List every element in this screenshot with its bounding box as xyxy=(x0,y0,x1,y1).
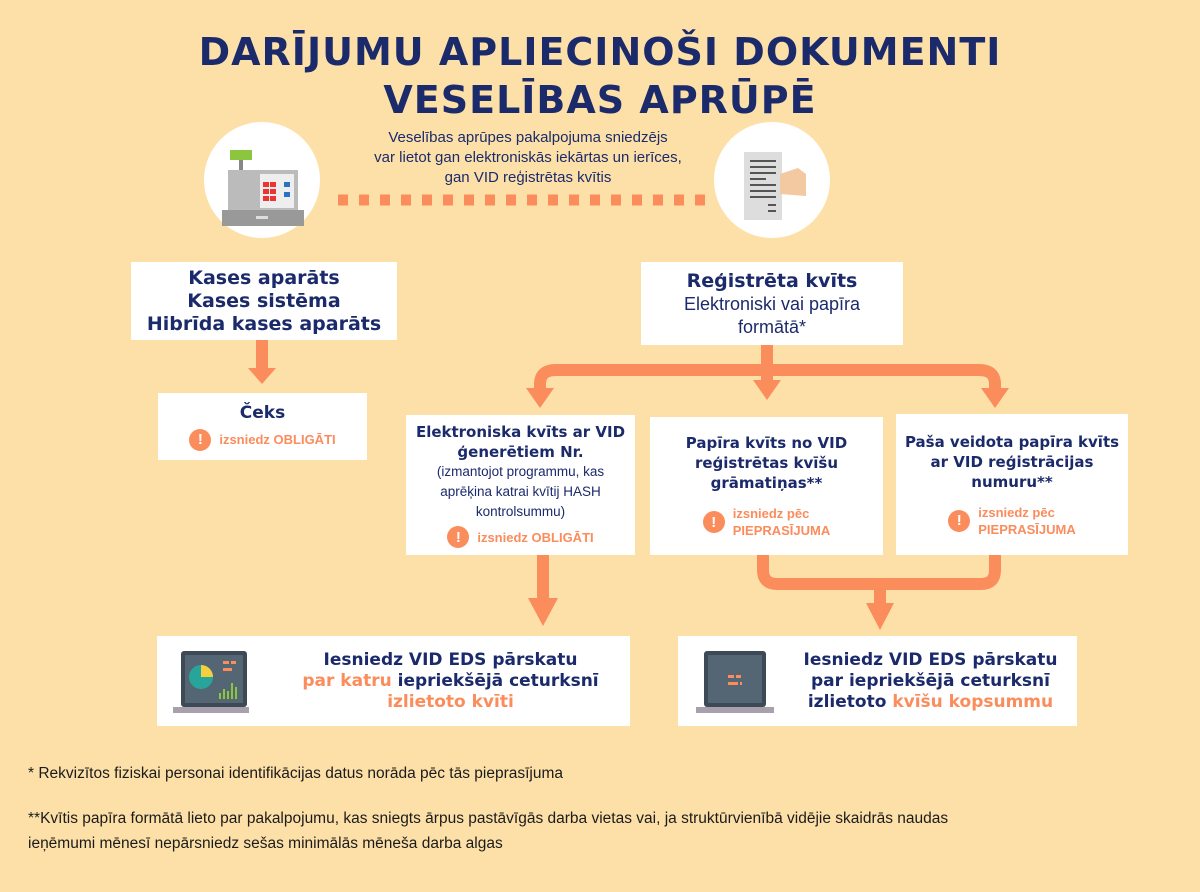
report-text: Iesniedz VID EDS pārskatu par iepriekšēj… xyxy=(784,650,1077,713)
report-each-receipt-box: Iesniedz VID EDS pārskatu par katru iepr… xyxy=(157,636,630,726)
intro-line: Veselības aprūpes pakalpojuma sniedzējs xyxy=(388,129,668,146)
report-line: Iesniedz VID EDS pārskatu xyxy=(803,649,1058,670)
report-receipt-total-box: Iesniedz VID EDS pārskatu par iepriekšēj… xyxy=(678,636,1077,726)
warning-text: izsniedz OBLIGĀTI xyxy=(477,529,594,545)
title-line-2: VESELĪBAS APRŪPĒ xyxy=(383,78,817,122)
box-line: Kases sistēma xyxy=(187,289,341,312)
electronic-receipt-box: Elektroniska kvīts ar VID ģenerētiem Nr.… xyxy=(406,415,635,555)
warning: ! izsniedz OBLIGĀTI xyxy=(447,526,594,548)
registered-receipt-box: Reģistrēta kvīts Elektroniski vai papīra… xyxy=(641,262,903,345)
box-note: (izmantojot programmu, kas aprēķina katr… xyxy=(436,464,605,519)
box-line: Hibrīda kases aparāts xyxy=(146,312,382,335)
laptop-icon xyxy=(696,651,774,713)
footnote-line: **Kvītis papīra formātā lieto par pakalp… xyxy=(28,810,949,827)
box-title: Elektroniska kvīts ar VID ģenerētiem Nr. xyxy=(415,423,626,461)
footnote-1: * Rekvizītos fiziskai personai identifik… xyxy=(28,765,564,782)
footnote-2: **Kvītis papīra formātā lieto par pakalp… xyxy=(28,806,948,856)
warning-text: izsniedz pēc xyxy=(732,506,810,521)
paper-receipt-book-box: Papīra kvīts no VID reģistrētas kvīšu gr… xyxy=(650,417,883,555)
report-text: Iesniedz VID EDS pārskatu par katru iepr… xyxy=(271,650,630,713)
box-title: Čeks xyxy=(239,402,286,423)
warning-text: izsniedz pēc xyxy=(978,504,1055,520)
exclamation-icon: ! xyxy=(189,428,212,451)
self-made-receipt-box: Paša veidota papīra kvīts ar VID reģistr… xyxy=(896,414,1128,555)
warning: ! izsniedz OBLIGĀTI xyxy=(189,428,336,451)
exclamation-icon: ! xyxy=(702,511,725,533)
receipt-in-hand-icon xyxy=(714,122,830,238)
warning-text: PIEPRASĪJUMA xyxy=(978,521,1076,537)
box-title: Papīra kvīts no VID reģistrētas kvīšu gr… xyxy=(685,434,848,492)
exclamation-icon: ! xyxy=(447,526,470,548)
warning-text: izsniedz OBLIGĀTI xyxy=(219,432,336,447)
box-line: Kases aparāts xyxy=(188,266,340,289)
intro-line: gan VID reģistrētas kvītis xyxy=(444,169,612,186)
box-subtitle: Elektroniski vai papīra formātā* xyxy=(683,293,861,337)
footnote-line: ieņēmumi mēnesī nepārsniedz sešas minimā… xyxy=(28,835,503,852)
report-line: izlietoto xyxy=(807,691,887,712)
intro-text: Veselības aprūpes pakalpojuma sniedzējs … xyxy=(340,128,716,188)
ceks-box: Čeks ! izsniedz OBLIGĀTI xyxy=(158,393,367,460)
warning-text: PIEPRASĪJUMA xyxy=(732,523,831,538)
report-line: par iepriekšējā ceturksnī xyxy=(811,670,1050,691)
box-title: Paša veidota papīra kvīts ar VID reģistr… xyxy=(904,432,1120,491)
intro-line: var lietot gan elektroniskās iekārtas un… xyxy=(374,149,682,166)
report-line: Iesniedz VID EDS pārskatu xyxy=(323,649,578,670)
highlight-text: par katru xyxy=(302,670,392,691)
title-line-1: DARĪJUMU APLIECINOŠI DOKUMENTI xyxy=(198,30,1002,74)
box-title: Reģistrēta kvīts xyxy=(686,269,858,292)
cash-register-types-box: Kases aparāts Kases sistēma Hibrīda kase… xyxy=(131,262,397,340)
report-line: iepriekšējā ceturksnī xyxy=(397,670,599,691)
highlight-text: kvīšu kopsummu xyxy=(892,691,1054,712)
highlight-text: izlietoto kvīti xyxy=(387,691,514,712)
exclamation-icon: ! xyxy=(948,509,971,532)
laptop-chart-icon xyxy=(173,651,249,713)
cash-register-icon xyxy=(204,122,320,238)
